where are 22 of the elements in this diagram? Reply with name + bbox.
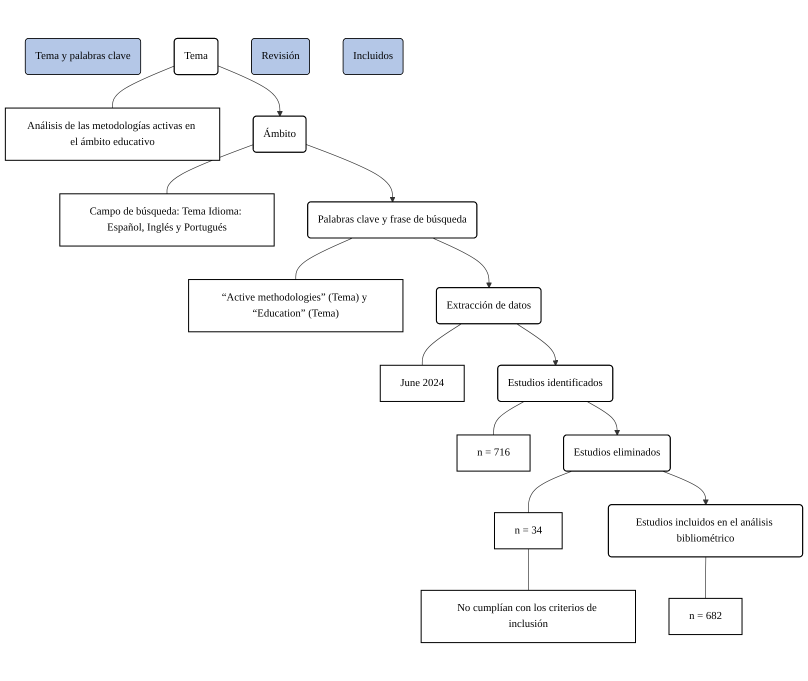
connector (166, 144, 254, 194)
arrow (432, 238, 492, 288)
node-box: n = 34 (494, 512, 563, 550)
connector (422, 324, 462, 366)
connector (493, 401, 524, 436)
node-box: Campo de búsqueda: Tema Idioma: Español, Inglés y Portugués (59, 193, 275, 247)
node-box: n = 716 (456, 434, 531, 472)
connector (528, 471, 572, 513)
arrow (306, 144, 396, 202)
node-box: n = 682 (668, 598, 743, 636)
node-box: No cumplían con los criterios de inclusión (420, 590, 636, 644)
node-box: “Active methodologies” (Tema) y “Education” (Tema) (188, 279, 404, 332)
connector (705, 556, 706, 599)
connector (295, 238, 352, 280)
arrow (587, 401, 620, 436)
arrow (218, 66, 283, 117)
node-box: Análisis de las metodologías activas en el ámbito educativo (4, 108, 220, 161)
node-box: June 2024 (380, 364, 465, 402)
connector (528, 548, 529, 591)
arrow (662, 471, 709, 506)
connector (112, 66, 175, 108)
arrow (516, 324, 558, 366)
